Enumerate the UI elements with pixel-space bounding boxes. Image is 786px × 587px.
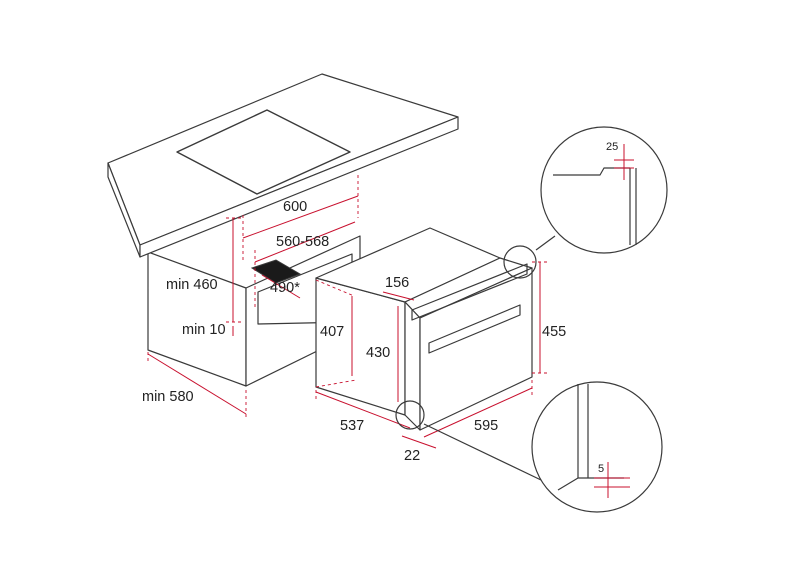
oven-dimensions: [315, 261, 548, 449]
countertop: [107, 73, 459, 258]
oven-door-handle: [428, 304, 521, 354]
oven-width-label: 595: [474, 418, 498, 434]
oven-top-depth-label: 156: [385, 275, 409, 291]
min-depth-label: min 580: [142, 389, 194, 405]
cabinet-dimensions: [147, 175, 359, 418]
min-gap-label: min 10: [182, 322, 226, 338]
detail-bottom-callout: [395, 381, 663, 513]
cutout-range-label: 560-568: [276, 234, 329, 250]
min-height-label: min 460: [166, 277, 218, 293]
detail-bottom-label: 5: [598, 463, 604, 475]
cutout-opening: [250, 259, 302, 284]
cutout-width-label: 600: [283, 199, 307, 215]
oven-depth-label: 537: [340, 418, 364, 434]
oven-side-height-label: 407: [320, 324, 344, 340]
oven-total-height-label: 455: [542, 324, 566, 340]
hob-cooktop: [176, 109, 351, 195]
oven-front-height-label: 430: [366, 345, 390, 361]
oven: [315, 227, 533, 431]
front-offset-label: 22: [404, 448, 420, 464]
cutout-depth-label: 490*: [270, 280, 300, 296]
detail-top-label: 25: [606, 141, 618, 153]
oven-window: [411, 263, 528, 321]
detail-top-callout: [503, 126, 668, 279]
